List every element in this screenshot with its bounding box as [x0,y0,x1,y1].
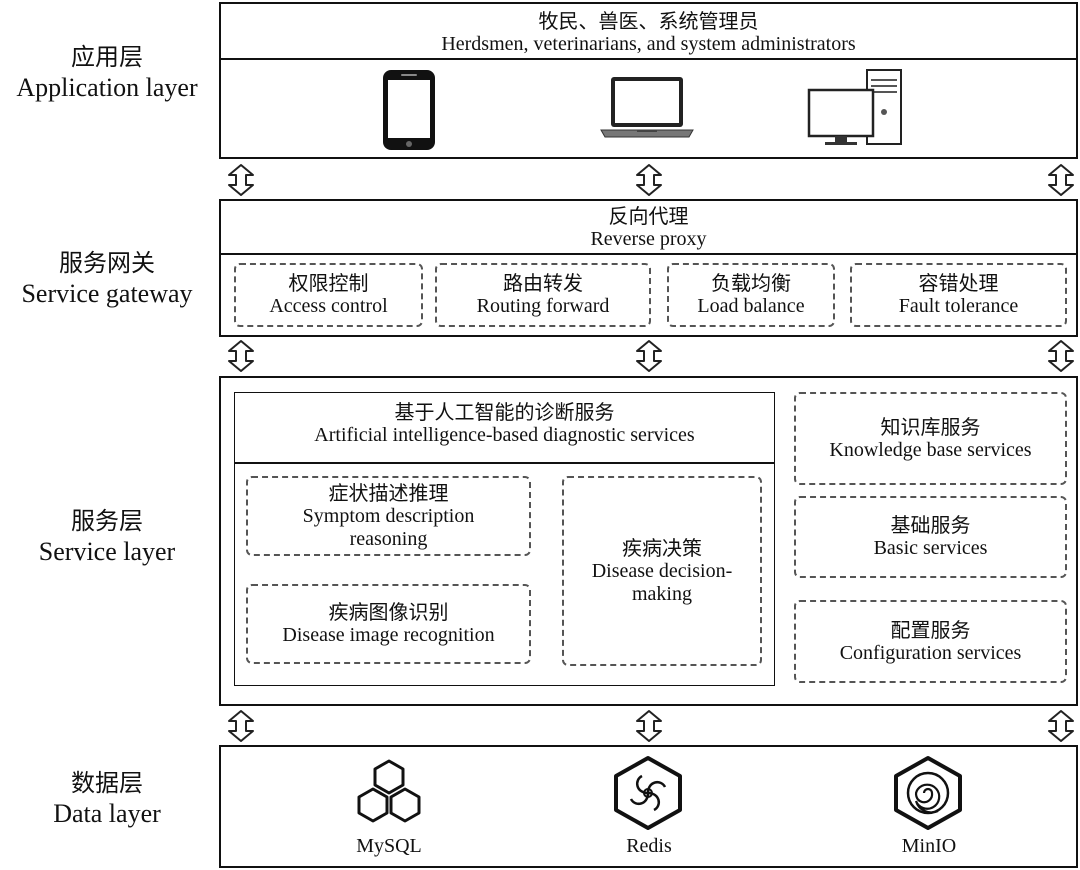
access-control-en: Access control [269,295,388,317]
fault-tolerance-en: Fault tolerance [898,295,1019,317]
ai-diagnostic-divider [235,462,774,464]
image-recognition-box: 疾病图像识别 Disease image recognition [246,584,531,664]
application-divider [221,58,1076,60]
fault-tolerance-box: 容错处理 Fault tolerance [850,263,1067,327]
load-balance-en: Load balance [697,295,805,317]
knowledge-base-en: Knowledge base services [829,438,1032,461]
disease-decision-zh: 疾病决策 [622,535,702,560]
basic-services-box: 基础服务 Basic services [794,496,1067,578]
double-arrow-icon [1048,164,1074,196]
application-layer-box: 牧民、兽医、系统管理员 Herdsmen, veterinarians, and… [219,2,1078,159]
minio-label: MinIO [901,835,957,857]
access-control-box: 权限控制 Access control [234,263,423,327]
disease-decision-box: 疾病决策 Disease decision- making [562,476,762,666]
data-layer-en: Data layer [53,799,161,828]
application-title-en: Herdsmen, veterinarians, and system admi… [441,33,856,55]
image-recognition-en: Disease image recognition [282,624,495,646]
gateway-layer-en: Service gateway [21,279,193,308]
desktop-computer-icon [807,69,902,145]
double-arrow-icon [636,164,662,196]
image-recognition-zh: 疾病图像识别 [328,600,449,624]
ai-diagnostic-en: Artificial intelligence-based diagnostic… [314,424,695,446]
basic-services-en: Basic services [873,537,988,559]
load-balance-box: 负载均衡 Load balance [667,263,835,327]
knowledge-base-zh: 知识库服务 [880,414,981,439]
double-arrow-icon [228,710,254,742]
gateway-layer-label: 服务网关 Service gateway [0,248,214,311]
disease-decision-en-1: Disease decision- [591,559,733,582]
data-layer-box: MySQL Redis MinIO [219,745,1078,868]
knowledge-base-box: 知识库服务 Knowledge base services [794,392,1067,485]
disease-decision-en-2: making [632,582,692,605]
double-arrow-icon [228,340,254,372]
load-balance-zh: 负载均衡 [711,271,791,295]
double-arrow-icon [636,710,662,742]
basic-services-zh: 基础服务 [890,513,971,537]
ai-diagnostic-box: 基于人工智能的诊断服务 Artificial intelligence-base… [234,392,775,686]
application-layer-zh: 应用层 [71,43,143,71]
laptop-icon [600,77,694,138]
gateway-divider [221,253,1076,255]
gateway-layer-zh: 服务网关 [59,249,155,277]
ai-diagnostic-zh: 基于人工智能的诊断服务 [394,400,615,424]
data-layer-zh: 数据层 [71,769,143,797]
double-arrow-icon [1048,340,1074,372]
redis-label: Redis [626,835,672,857]
symptom-reasoning-en-1: Symptom description [302,504,475,527]
service-layer-box: 基于人工智能的诊断服务 Artificial intelligence-base… [219,376,1078,706]
symptom-reasoning-en-2: reasoning [349,527,428,550]
data-layer-label: 数据层 Data layer [0,768,214,831]
mysql-label: MySQL [356,835,422,857]
routing-forward-box: 路由转发 Routing forward [435,263,651,327]
application-title-zh: 牧民、兽医、系统管理员 [538,9,759,33]
application-layer-label: 应用层 Application layer [0,42,214,105]
double-arrow-icon [1048,710,1074,742]
service-layer-label: 服务层 Service layer [0,506,214,569]
redis-icon [614,756,682,830]
symptom-reasoning-box: 症状描述推理 Symptom description reasoning [246,476,531,556]
access-control-zh: 权限控制 [288,271,369,295]
reverse-proxy-zh: 反向代理 [608,204,689,228]
routing-forward-en: Routing forward [476,295,610,317]
service-layer-zh: 服务层 [71,507,143,535]
reverse-proxy: 反向代理 Reverse proxy [221,205,1076,251]
reverse-proxy-en: Reverse proxy [590,228,707,250]
service-layer-en: Service layer [38,537,176,566]
configuration-services-en: Configuration services [839,641,1022,664]
configuration-services-box: 配置服务 Configuration services [794,600,1067,683]
ai-diagnostic-title: 基于人工智能的诊断服务 Artificial intelligence-base… [235,401,774,447]
routing-forward-zh: 路由转发 [503,271,583,295]
double-arrow-icon [636,340,662,372]
application-layer-en: Application layer [16,73,198,102]
fault-tolerance-zh: 容错处理 [918,271,999,295]
mysql-icon [357,759,421,823]
application-title: 牧民、兽医、系统管理员 Herdsmen, veterinarians, and… [221,10,1076,56]
phone-icon [383,70,435,150]
symptom-reasoning-zh: 症状描述推理 [328,480,449,505]
double-arrow-icon [228,164,254,196]
configuration-services-zh: 配置服务 [890,617,971,642]
gateway-layer-box: 反向代理 Reverse proxy 权限控制 Access control 路… [219,199,1078,337]
minio-icon [894,756,962,830]
